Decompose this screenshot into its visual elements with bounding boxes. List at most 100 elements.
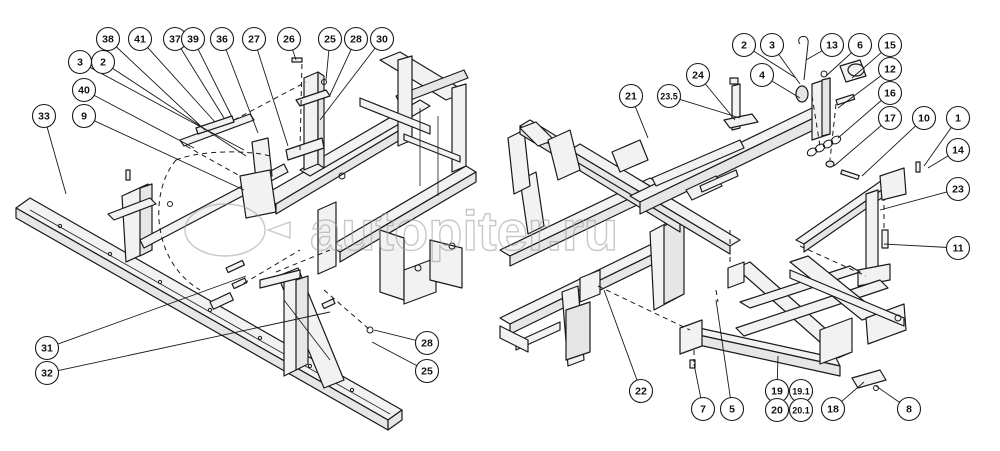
- callout-l-3b: 3: [759, 32, 785, 58]
- callout-circle: [759, 32, 785, 58]
- callout-l-30: 30: [369, 26, 395, 52]
- watermark-text: autopiter.ru: [310, 199, 618, 262]
- callout-circle: [414, 358, 440, 384]
- callout-label: 33: [38, 111, 50, 123]
- leader-line-l-27: [257, 49, 289, 147]
- leader-line-l-15: [851, 52, 882, 79]
- callout-label: 25: [421, 366, 433, 378]
- callout-circle: [180, 26, 206, 52]
- callout-circle: [618, 83, 644, 109]
- jack-11-bracket-23: [795, 161, 921, 287]
- callout-circle: [877, 56, 903, 82]
- chain-16: [806, 135, 842, 157]
- callout-circle: [945, 176, 971, 202]
- leader-line-l-16: [837, 100, 882, 139]
- callout-l-24: 24: [685, 62, 711, 88]
- leader-line-l-30: [319, 47, 376, 121]
- callout-l-21: 21: [618, 83, 644, 109]
- callout-label: 9: [81, 111, 87, 123]
- callout-l-28b: 28: [414, 330, 440, 356]
- callout-l-31: 31: [34, 335, 60, 361]
- watermark-logo: [184, 203, 291, 257]
- callout-circle: [945, 105, 971, 131]
- leader-line-l-37: [180, 48, 225, 119]
- callout-label: 23: [952, 184, 964, 196]
- leader-line-l-23: [879, 191, 948, 211]
- callout-label: 28: [350, 34, 362, 46]
- drawbar: [629, 77, 831, 215]
- callout-label: 11: [952, 243, 963, 255]
- callout-l-23.5: 23.5: [656, 83, 682, 109]
- callout-l-38: 38: [95, 26, 121, 52]
- leader-line-l-36: [225, 49, 259, 134]
- hitch-tower: [179, 57, 331, 219]
- callout-circle: [90, 49, 116, 75]
- callout-circle: [343, 26, 369, 52]
- leader-line-l-13: [805, 50, 823, 61]
- leader-line-l-9: [94, 120, 245, 191]
- callout-label: 16: [884, 88, 896, 100]
- callout-circle: [628, 378, 654, 404]
- callout-l-11: 11: [945, 235, 971, 261]
- leader-line-l-25b: [371, 341, 418, 367]
- callout-label: 4: [759, 70, 765, 82]
- leader-line-l-10: [861, 125, 916, 177]
- callout-l-40: 40: [71, 77, 97, 103]
- leader-line-l-39: [197, 49, 233, 118]
- callout-l-10: 10: [911, 105, 937, 131]
- callout-label: 13: [826, 40, 838, 52]
- leader-line-l-32: [58, 311, 331, 372]
- leader-line-l-18: [841, 381, 865, 402]
- callout-circle: [719, 396, 745, 422]
- callout-label: 14: [952, 145, 964, 157]
- callout-label: 22: [635, 386, 647, 398]
- callout-circle: [847, 32, 873, 58]
- callout-circle: [369, 26, 395, 52]
- callout-circle: [877, 80, 903, 106]
- callout-label: 24: [692, 70, 704, 82]
- callout-l-25b: 25: [414, 358, 440, 384]
- callout-circle: [95, 26, 121, 52]
- callout-l-8: 8: [896, 396, 922, 422]
- callout-label: 31: [41, 343, 53, 355]
- callout-l-17: 17: [877, 105, 903, 131]
- callout-l-7: 7: [690, 396, 716, 422]
- callout-label: 1: [955, 113, 961, 125]
- callout-label: 20: [771, 405, 783, 417]
- callout-label: 32: [41, 368, 53, 380]
- callout-l-15: 15: [877, 32, 903, 58]
- callout-circle: [820, 396, 846, 422]
- callout-label: 7: [700, 404, 706, 416]
- callout-label: 20.1: [792, 406, 810, 416]
- right-dashed-assembly-lines: [597, 230, 867, 331]
- leader-line-l-24: [704, 83, 736, 121]
- callout-label: 40: [78, 85, 90, 97]
- leader-line-l-25a: [325, 50, 330, 81]
- callout-label: 19: [771, 386, 783, 398]
- leader-line-l-28b: [373, 329, 416, 341]
- left-dashed-assembly-lines: [158, 61, 371, 331]
- callout-l-12: 12: [877, 56, 903, 82]
- beam-holes: [57, 223, 355, 393]
- leader-line-l-19: [776, 355, 779, 380]
- callout-label: 3: [77, 57, 83, 69]
- callout-label: 19.1: [792, 387, 810, 397]
- callout-label: 15: [884, 40, 896, 52]
- callout-label: 6: [857, 40, 863, 52]
- leader-line-l-2a: [112, 67, 247, 157]
- callout-circle: [788, 397, 814, 423]
- callout-l-18: 18: [820, 396, 846, 422]
- jack-stand-24: [723, 77, 759, 131]
- leader-line-l-38: [116, 46, 206, 131]
- callout-l-33: 33: [31, 103, 57, 129]
- callout-circle: [209, 26, 235, 52]
- leader-line-l-28a: [329, 49, 352, 96]
- leader-line-l-6: [825, 52, 852, 77]
- callout-label: 26: [283, 34, 295, 46]
- callout-circle: [71, 77, 97, 103]
- callout-l-25a: 25: [317, 26, 343, 52]
- leader-line-l-14: [927, 155, 949, 169]
- callout-circle: [945, 235, 971, 261]
